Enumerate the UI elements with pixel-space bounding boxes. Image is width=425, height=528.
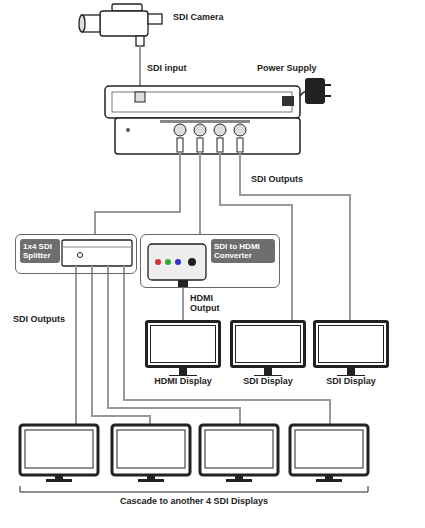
port (188, 258, 196, 266)
stand-base (226, 479, 252, 482)
sdi-cable (240, 152, 350, 320)
bnc-output (234, 124, 246, 136)
stand (325, 475, 333, 479)
sdi-cable (75, 266, 77, 425)
sdi-cable (199, 152, 201, 234)
stand (147, 475, 155, 479)
bnc-input (135, 92, 145, 102)
port (175, 259, 181, 265)
display (200, 425, 278, 475)
annotation: Cascade to another 4 SDI Displays (119, 496, 269, 506)
stand (55, 475, 63, 479)
display (20, 425, 98, 475)
cascade-cables (76, 266, 330, 425)
bnc-plug (237, 138, 243, 152)
hdmi-cable (182, 288, 184, 320)
annotation: SDI Outputs (250, 174, 304, 184)
camera-handle (112, 4, 142, 11)
annotation: SDI Outputs (12, 314, 66, 324)
screen (150, 325, 216, 363)
display-label: SDI Display (242, 376, 294, 386)
main-splitter-unit (105, 86, 300, 154)
camera-body (100, 11, 148, 36)
converter-device (148, 244, 206, 280)
splitter-device (62, 240, 132, 266)
stand-base (138, 479, 164, 482)
annotation: SDI input (146, 63, 188, 73)
hdmi-plug (178, 280, 188, 288)
bnc-output (194, 124, 206, 136)
stand-base (316, 479, 342, 482)
sdi-cable (124, 266, 330, 425)
stand (179, 368, 187, 375)
device-label: SDI to HDMI Converter (211, 239, 275, 263)
device-led (78, 253, 83, 258)
display: SDI Display (230, 320, 306, 368)
unit-top (105, 86, 300, 118)
bnc-plug (136, 36, 144, 46)
stand (235, 475, 243, 479)
front-band (160, 120, 250, 123)
power-jack (282, 96, 294, 106)
unit-front (115, 118, 300, 154)
annotation: SDI Camera (172, 12, 225, 22)
bnc-plug (177, 138, 183, 152)
sdi-cable (139, 46, 141, 92)
screen (117, 430, 185, 468)
stand-base (46, 479, 72, 482)
port (155, 259, 161, 265)
stand (264, 368, 272, 375)
screen (235, 325, 301, 363)
cascade-displays (20, 425, 368, 482)
device-box: SDI to HDMI Converter (140, 234, 280, 288)
device-edge (62, 247, 132, 248)
screen (25, 430, 93, 468)
display-label: HDMI Display (153, 376, 213, 386)
display (112, 425, 190, 475)
device-box: 1x4 SDI Splitter (15, 234, 137, 274)
bnc-plug (197, 138, 203, 152)
annotation: Power Supply (256, 63, 318, 73)
screen (295, 430, 363, 468)
lens-front (79, 15, 85, 32)
display: HDMI Display (145, 320, 221, 368)
edge-label: HDMI Output (190, 293, 234, 314)
display (290, 425, 368, 475)
sdi-cable (92, 266, 150, 425)
adapter-prong (325, 95, 331, 97)
bnc-output (174, 124, 186, 136)
sdi-cable (108, 266, 240, 425)
viewfinder (148, 14, 162, 24)
sdi-cable (95, 152, 180, 234)
bnc-output (214, 124, 226, 136)
bracket (20, 486, 368, 492)
sdi-cables (95, 152, 350, 320)
sdi-camera (79, 4, 162, 46)
power-adapter (305, 78, 325, 104)
stand (347, 368, 355, 375)
screen (205, 430, 273, 468)
port (165, 259, 171, 265)
display-label: SDI Display (325, 376, 377, 386)
bnc-plug (217, 138, 223, 152)
screen (318, 325, 384, 363)
adapter-prong (325, 84, 331, 86)
display: SDI Display (313, 320, 389, 368)
connector (183, 288, 184, 320)
unit-panel (112, 92, 292, 112)
power-led (126, 128, 130, 132)
device-label: 1x4 SDI Splitter (20, 239, 60, 263)
